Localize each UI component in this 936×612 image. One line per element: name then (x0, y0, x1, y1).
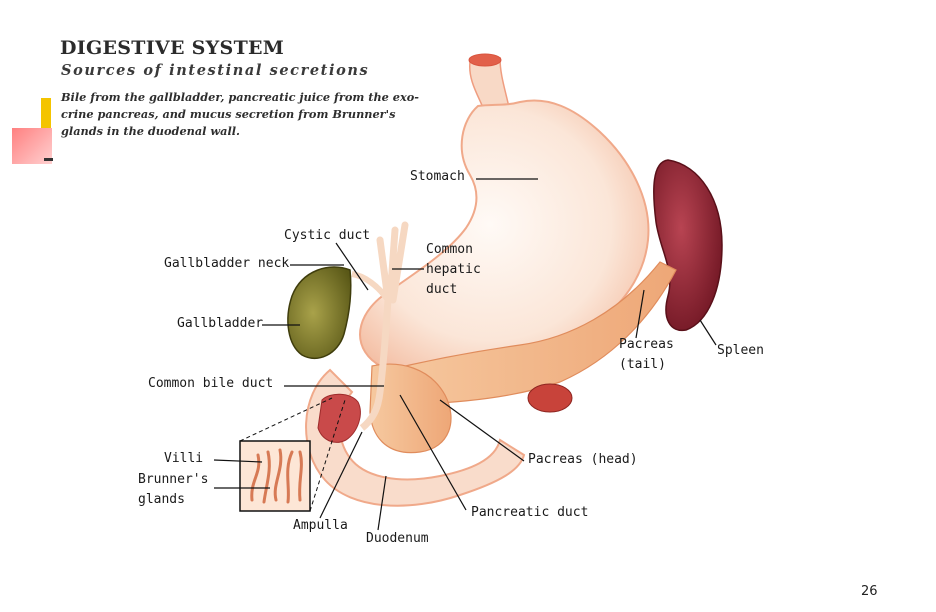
label-line: Pacreas (619, 337, 674, 352)
slide-accent-dash (44, 158, 53, 161)
label-line: Brunner's (138, 472, 208, 487)
spleen-shape (653, 159, 723, 332)
page-number: 26 (861, 584, 878, 599)
common-bile-duct-shape (359, 299, 392, 431)
leader-duodenum (377, 475, 387, 531)
label-ampulla: Ampulla (293, 518, 348, 533)
label-line: Common (426, 242, 473, 257)
diagram-caption: Bile from the gallbladder, pancreatic ju… (61, 89, 461, 140)
label-line: (tail) (619, 357, 666, 372)
ampulla-section-shape (317, 393, 361, 443)
cystic-duct-shape (351, 271, 391, 302)
label-stomach: Stomach (410, 169, 465, 184)
diagram-subtitle: Sources of intestinal secretions (61, 62, 370, 79)
label-common-bile-duct: Common bile duct (148, 376, 273, 391)
label-pancreas-head: Pacreas (head) (528, 452, 638, 467)
label-pancreas-tail: Pacreas (tail) (619, 337, 682, 372)
duodenum-shape (305, 368, 526, 507)
inset-zoom-line (239, 397, 333, 442)
label-villi: Villi (164, 451, 203, 466)
leader-lines (213, 178, 717, 531)
inset-zoom-line (309, 399, 346, 512)
leader-ampulla (319, 431, 363, 519)
label-duodenum: Duodenum (366, 531, 429, 546)
leader-pancreatic-duct (399, 394, 467, 511)
villi-texture (250, 448, 303, 504)
label-line: duct (426, 282, 457, 297)
leader-spleen (699, 319, 717, 346)
leader-villi (213, 459, 263, 463)
label-line: hepatic (426, 262, 481, 277)
leader-pancreas-tail (635, 289, 645, 339)
leader-cystic-duct (335, 242, 369, 291)
slide-accent-yellow-bar (41, 98, 51, 138)
label-cystic-duct: Cystic duct (284, 228, 370, 243)
caption-line: glands in the duodenal wall. (61, 124, 240, 138)
gallbladder-shape (287, 266, 352, 360)
label-common-hepatic-duct: Common hepatic duct (426, 242, 489, 297)
label-gallbladder: Gallbladder (177, 316, 263, 331)
caption-line: Bile from the gallbladder, pancreatic ju… (61, 90, 419, 104)
caption-line: crine pancreas, and mucus secretion from… (61, 107, 396, 121)
label-gallbladder-neck: Gallbladder neck (164, 256, 289, 271)
label-brunners-glands: Brunner's glands (138, 472, 216, 507)
hepatic-duct-shape (376, 221, 409, 304)
blood-vessel-shape (527, 383, 573, 413)
esophagus-opening (468, 53, 502, 67)
leader-pancreas-head (439, 399, 525, 462)
label-spleen: Spleen (717, 343, 764, 358)
label-pancreatic-duct: Pancreatic duct (471, 505, 588, 520)
label-line: glands (138, 492, 185, 507)
diagram-title: DIGESTIVE SYSTEM (60, 37, 285, 59)
pancreas-head-shape (369, 363, 452, 454)
